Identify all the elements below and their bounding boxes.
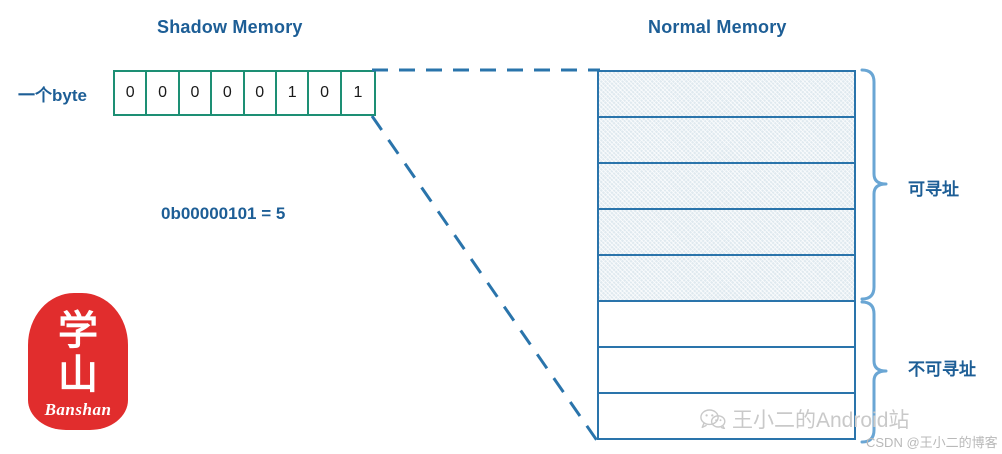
bit-cell: 0 bbox=[179, 72, 213, 114]
shadow-memory-title: Shadow Memory bbox=[157, 17, 303, 37]
bit-cell: 1 bbox=[276, 72, 310, 114]
red-seal-stamp: 学 山 Banshan bbox=[28, 293, 128, 430]
memory-row bbox=[599, 164, 854, 210]
top-dashed-connector-line bbox=[372, 68, 600, 72]
diagonal-dashed-connector-line bbox=[370, 115, 600, 443]
bit-cell: 0 bbox=[212, 72, 245, 114]
one-byte-label: 一个byte bbox=[18, 86, 87, 105]
addressable-bracket bbox=[860, 68, 888, 301]
normal-memory-column bbox=[597, 70, 856, 440]
bit-cell: 0 bbox=[115, 72, 148, 114]
memory-row bbox=[599, 394, 854, 438]
memory-row bbox=[599, 302, 854, 348]
seal-character-top: 学 bbox=[58, 308, 98, 353]
normal-memory-title: Normal Memory bbox=[648, 17, 787, 37]
memory-row bbox=[599, 72, 854, 118]
shadow-memory-byte-row: 0 0 0 0 0 1 0 1 bbox=[113, 70, 377, 116]
addressable-label: 可寻址 bbox=[908, 180, 959, 199]
bit-cell: 0 bbox=[244, 72, 277, 114]
seal-character-bottom: 山 bbox=[58, 352, 98, 397]
seal-body bbox=[28, 293, 128, 430]
non-addressable-label: 不可寻址 bbox=[908, 360, 976, 379]
bit-cell: 0 bbox=[147, 72, 180, 114]
memory-row bbox=[599, 348, 854, 394]
binary-value-annotation: 0b00000101 = 5 bbox=[161, 204, 286, 223]
bit-cell: 0 bbox=[309, 72, 342, 114]
bit-cell: 1 bbox=[341, 72, 375, 114]
memory-row bbox=[599, 256, 854, 302]
seal-romaji-text: Banshan bbox=[44, 400, 112, 419]
memory-row bbox=[599, 118, 854, 164]
non-addressable-bracket bbox=[860, 300, 888, 444]
memory-row bbox=[599, 210, 854, 256]
